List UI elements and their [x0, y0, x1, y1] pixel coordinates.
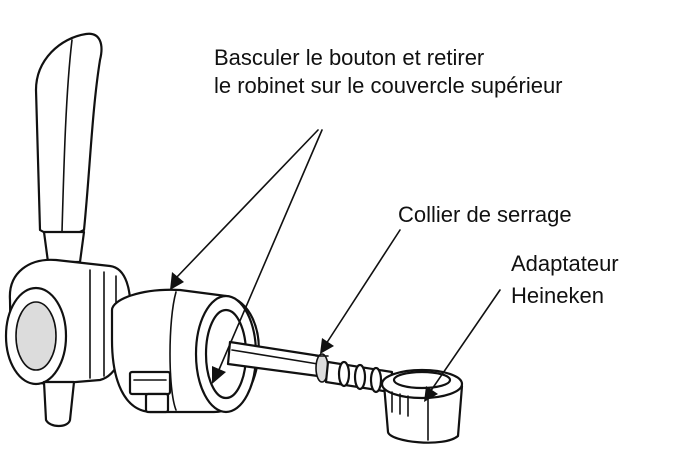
heineken-adapter-line-2: Heineken — [511, 283, 604, 308]
remove-tap-instruction-line-2: le robinet sur le couvercle supérieur — [214, 73, 563, 98]
clamp-collar-label: Collier de serrage — [398, 202, 572, 227]
heineken-adapter — [380, 368, 464, 444]
heineken-adapter-line-1: Adaptateur — [511, 251, 619, 276]
tap-handle — [34, 32, 103, 264]
heineken-adapter-label: Adaptateur Heineken — [511, 248, 619, 312]
leader-arrows — [170, 129, 501, 402]
tap-body — [4, 258, 132, 428]
remove-tap-instruction-label: Basculer le bouton et retirer le robinet… — [214, 44, 563, 100]
remove-tap-instruction-line-1: Basculer le bouton et retirer — [214, 45, 485, 70]
clamp-collar — [315, 353, 329, 383]
